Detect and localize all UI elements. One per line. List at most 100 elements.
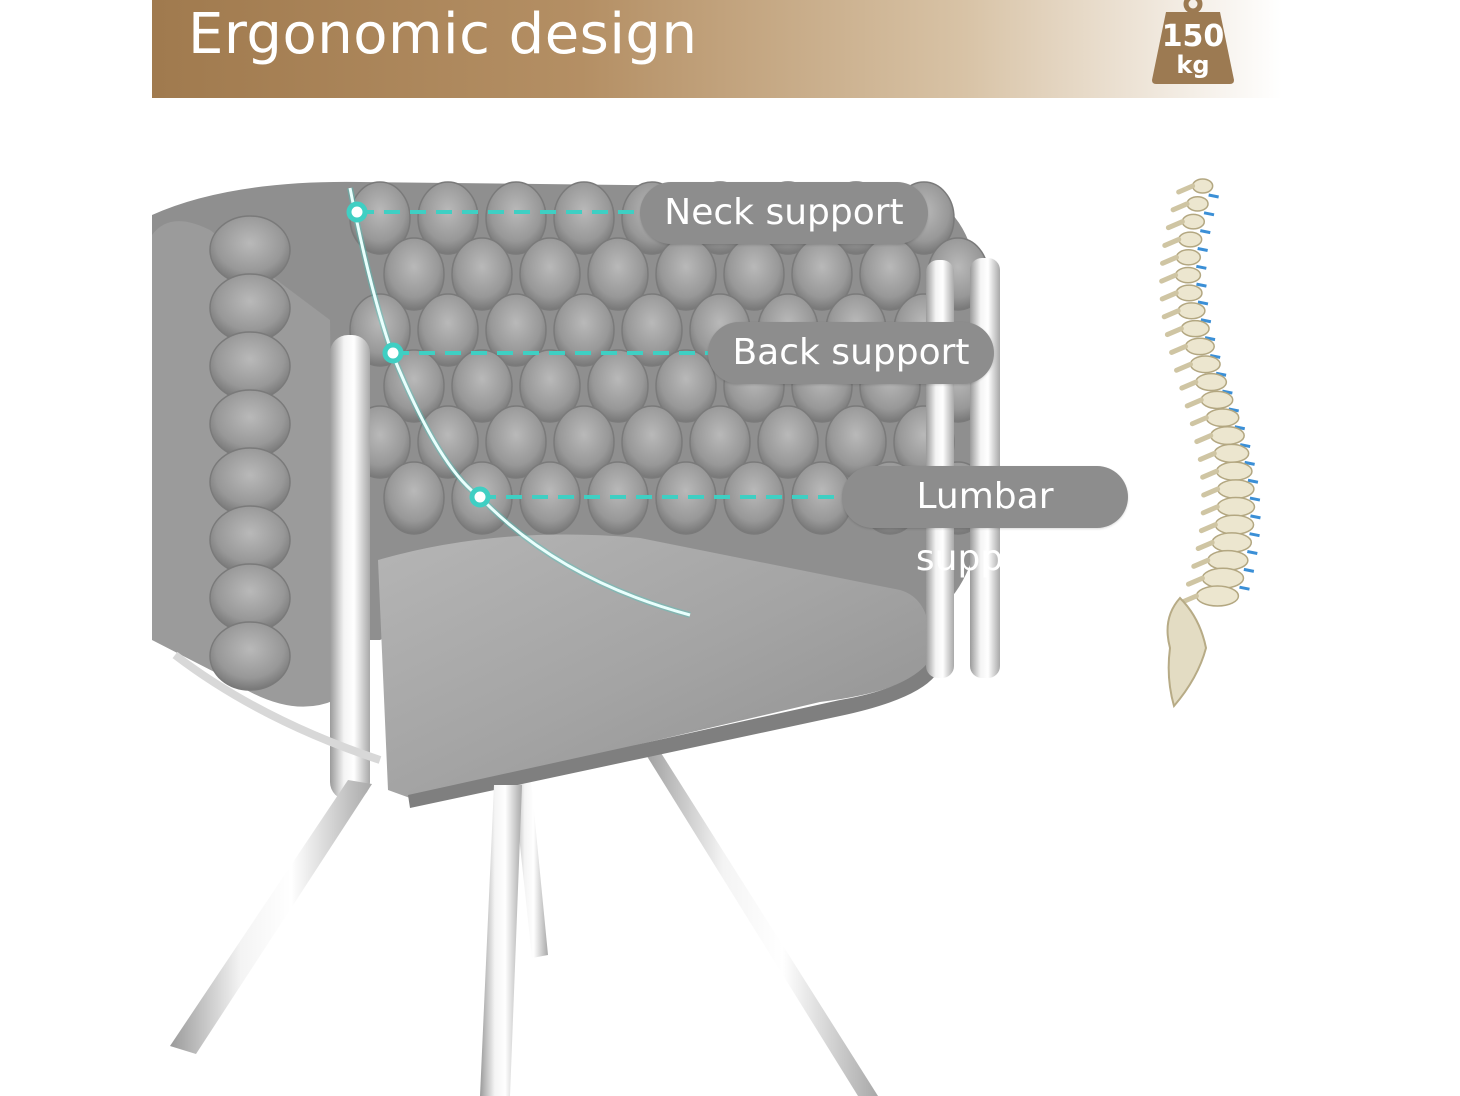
vertebra-process [1194, 433, 1214, 445]
weave-loop [485, 181, 547, 255]
spinal-disc [1239, 585, 1250, 591]
spinal-disc [1249, 496, 1261, 502]
weight-value: 150 [1162, 19, 1225, 54]
vertebra-process [1174, 361, 1194, 373]
vertebra [1189, 355, 1221, 374]
lumbar-dot [469, 486, 491, 508]
back-legs [512, 745, 878, 1096]
header-banner: Ergonomic design [152, 0, 1282, 98]
spinal-disc [1244, 460, 1255, 466]
weave-loop [553, 405, 615, 479]
spinal-disc [1228, 407, 1240, 413]
vertebra-process [1197, 450, 1217, 462]
vertebra [1201, 567, 1245, 589]
weave-loop [689, 405, 751, 479]
spinal-disc [1239, 443, 1251, 449]
weave-loop [383, 461, 445, 535]
left-arm [152, 215, 335, 707]
vertebra-process [1162, 236, 1182, 248]
weave-loop [451, 237, 513, 311]
weave-loop [587, 349, 649, 423]
vertebra [1175, 249, 1202, 266]
front-legs [170, 780, 522, 1096]
vertebra [1195, 372, 1228, 392]
vertebra-process [1198, 522, 1218, 534]
vertebra [1216, 496, 1256, 517]
vertebra-process [1176, 183, 1196, 195]
vertebra-process [1169, 343, 1189, 355]
vertebra-process [1189, 415, 1209, 427]
weave-loop [519, 237, 581, 311]
weave-loop [553, 293, 615, 367]
vertebra-process [1165, 219, 1185, 231]
vertebra-process [1184, 397, 1204, 409]
guide-dots [346, 201, 491, 508]
vertebra-process [1159, 272, 1179, 284]
vertebra [1180, 319, 1210, 338]
vertebra-process [1179, 593, 1199, 605]
spinal-disc [1247, 478, 1259, 484]
weave-loop [417, 405, 479, 479]
vertebra [1211, 532, 1253, 553]
spinal-disc [1209, 353, 1221, 359]
weave-loop [519, 349, 581, 423]
spinal-disc [1200, 318, 1212, 324]
vertebra-process [1179, 379, 1199, 391]
weave-loop [417, 293, 479, 367]
weave-loop [417, 181, 479, 255]
vertebra-process [1159, 290, 1179, 302]
neck-dot [346, 201, 368, 223]
vertebra-process [1191, 557, 1211, 569]
seat-cushion [378, 534, 935, 808]
spinal-disc [1215, 371, 1227, 377]
vertebra [1210, 425, 1245, 446]
vertebra-process [1170, 201, 1190, 213]
vertebra [1214, 514, 1255, 535]
weight-unit: kg [1176, 51, 1209, 79]
spinal-disc [1234, 425, 1246, 431]
spine-guide-curve [347, 187, 691, 618]
spinal-disc [1208, 193, 1219, 199]
neck-support-label: Neck support [640, 182, 928, 244]
vertebra [1215, 461, 1253, 482]
leader-lines [358, 210, 846, 499]
back-dot [382, 342, 404, 364]
spinal-disc [1197, 300, 1209, 306]
vertebra [1186, 195, 1209, 212]
vertebra-process [1161, 308, 1181, 320]
vertebra [1177, 302, 1206, 320]
vertebra [1181, 213, 1206, 230]
weave-loop [655, 349, 717, 423]
vertebra-process [1195, 540, 1215, 552]
spinal-disc [1204, 336, 1216, 342]
weave-loop [209, 621, 291, 691]
weave-loop [485, 405, 547, 479]
vertebra [1213, 443, 1250, 464]
page-title: Ergonomic design [188, 2, 698, 67]
spinal-disc [1199, 229, 1211, 235]
spine-illustration [1159, 178, 1261, 708]
vertebra-process [1201, 486, 1221, 498]
back-support-label: Back support [708, 322, 994, 384]
weave-loop [621, 405, 683, 479]
spinal-disc [1243, 567, 1255, 573]
vertebra [1207, 549, 1249, 571]
vertebra [1191, 178, 1214, 194]
lumbar-support-label: Lumbar support [842, 466, 1128, 579]
weave-loop [757, 405, 819, 479]
spinal-disc [1222, 389, 1233, 395]
weave-loop [383, 237, 445, 311]
weight-icon: 150 kg [1152, 0, 1234, 84]
spinal-disc [1249, 532, 1260, 538]
weave-loop [451, 349, 513, 423]
spinal-disc [1203, 211, 1215, 217]
spinal-disc [1250, 514, 1261, 520]
spinal-disc [1197, 247, 1208, 252]
weave-loop [587, 237, 649, 311]
vertebra [1178, 231, 1203, 248]
vertebra [1195, 585, 1240, 607]
vertebra [1175, 284, 1203, 302]
weave-loop [621, 293, 683, 367]
spinal-disc [1196, 282, 1207, 288]
vertebra-process [1200, 468, 1220, 480]
